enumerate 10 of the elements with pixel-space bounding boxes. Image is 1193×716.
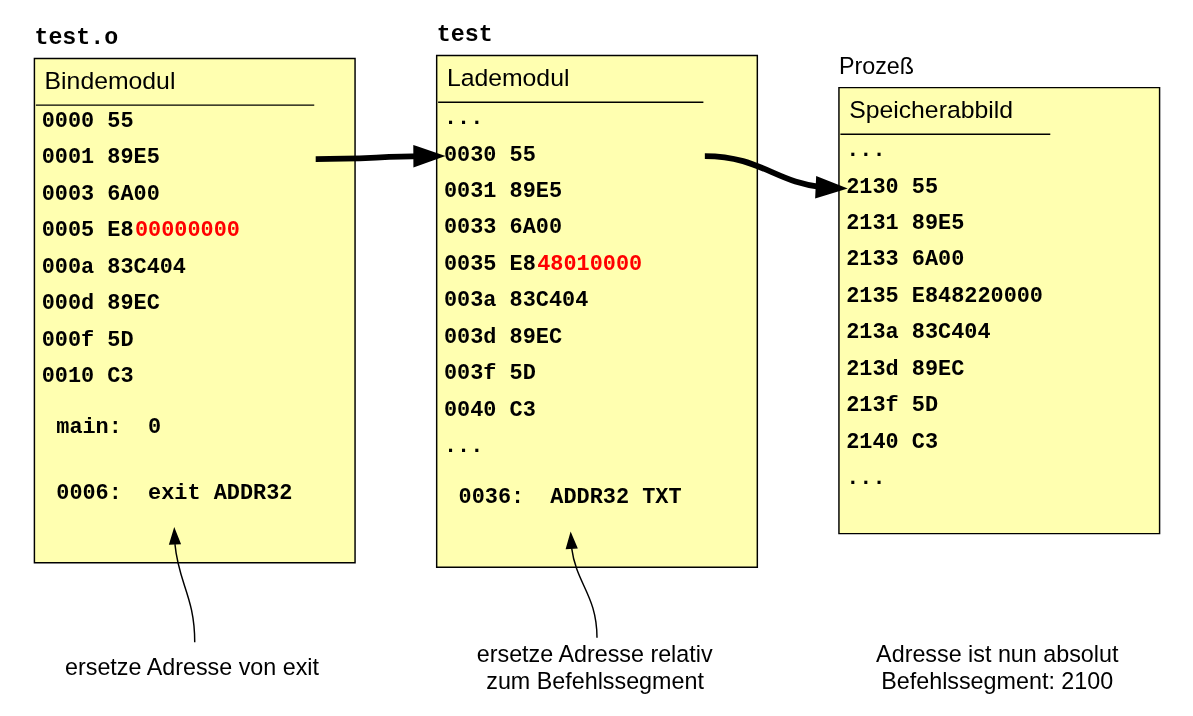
node-label: Prozeß — [838, 53, 914, 80]
node-text: ersetze Adresse relativ zum Befehlssegment — [476, 641, 713, 694]
node-label: test — [436, 21, 493, 48]
node-label: test.o — [33, 24, 118, 51]
arrow — [168, 527, 195, 643]
arrow — [565, 531, 598, 639]
node-text: ersetze Adresse von exit — [64, 654, 319, 681]
arrow — [315, 145, 445, 168]
arrow — [704, 153, 848, 199]
label: Adresse ist nun absolut Befehlssegment: 2100 — [875, 641, 1118, 694]
